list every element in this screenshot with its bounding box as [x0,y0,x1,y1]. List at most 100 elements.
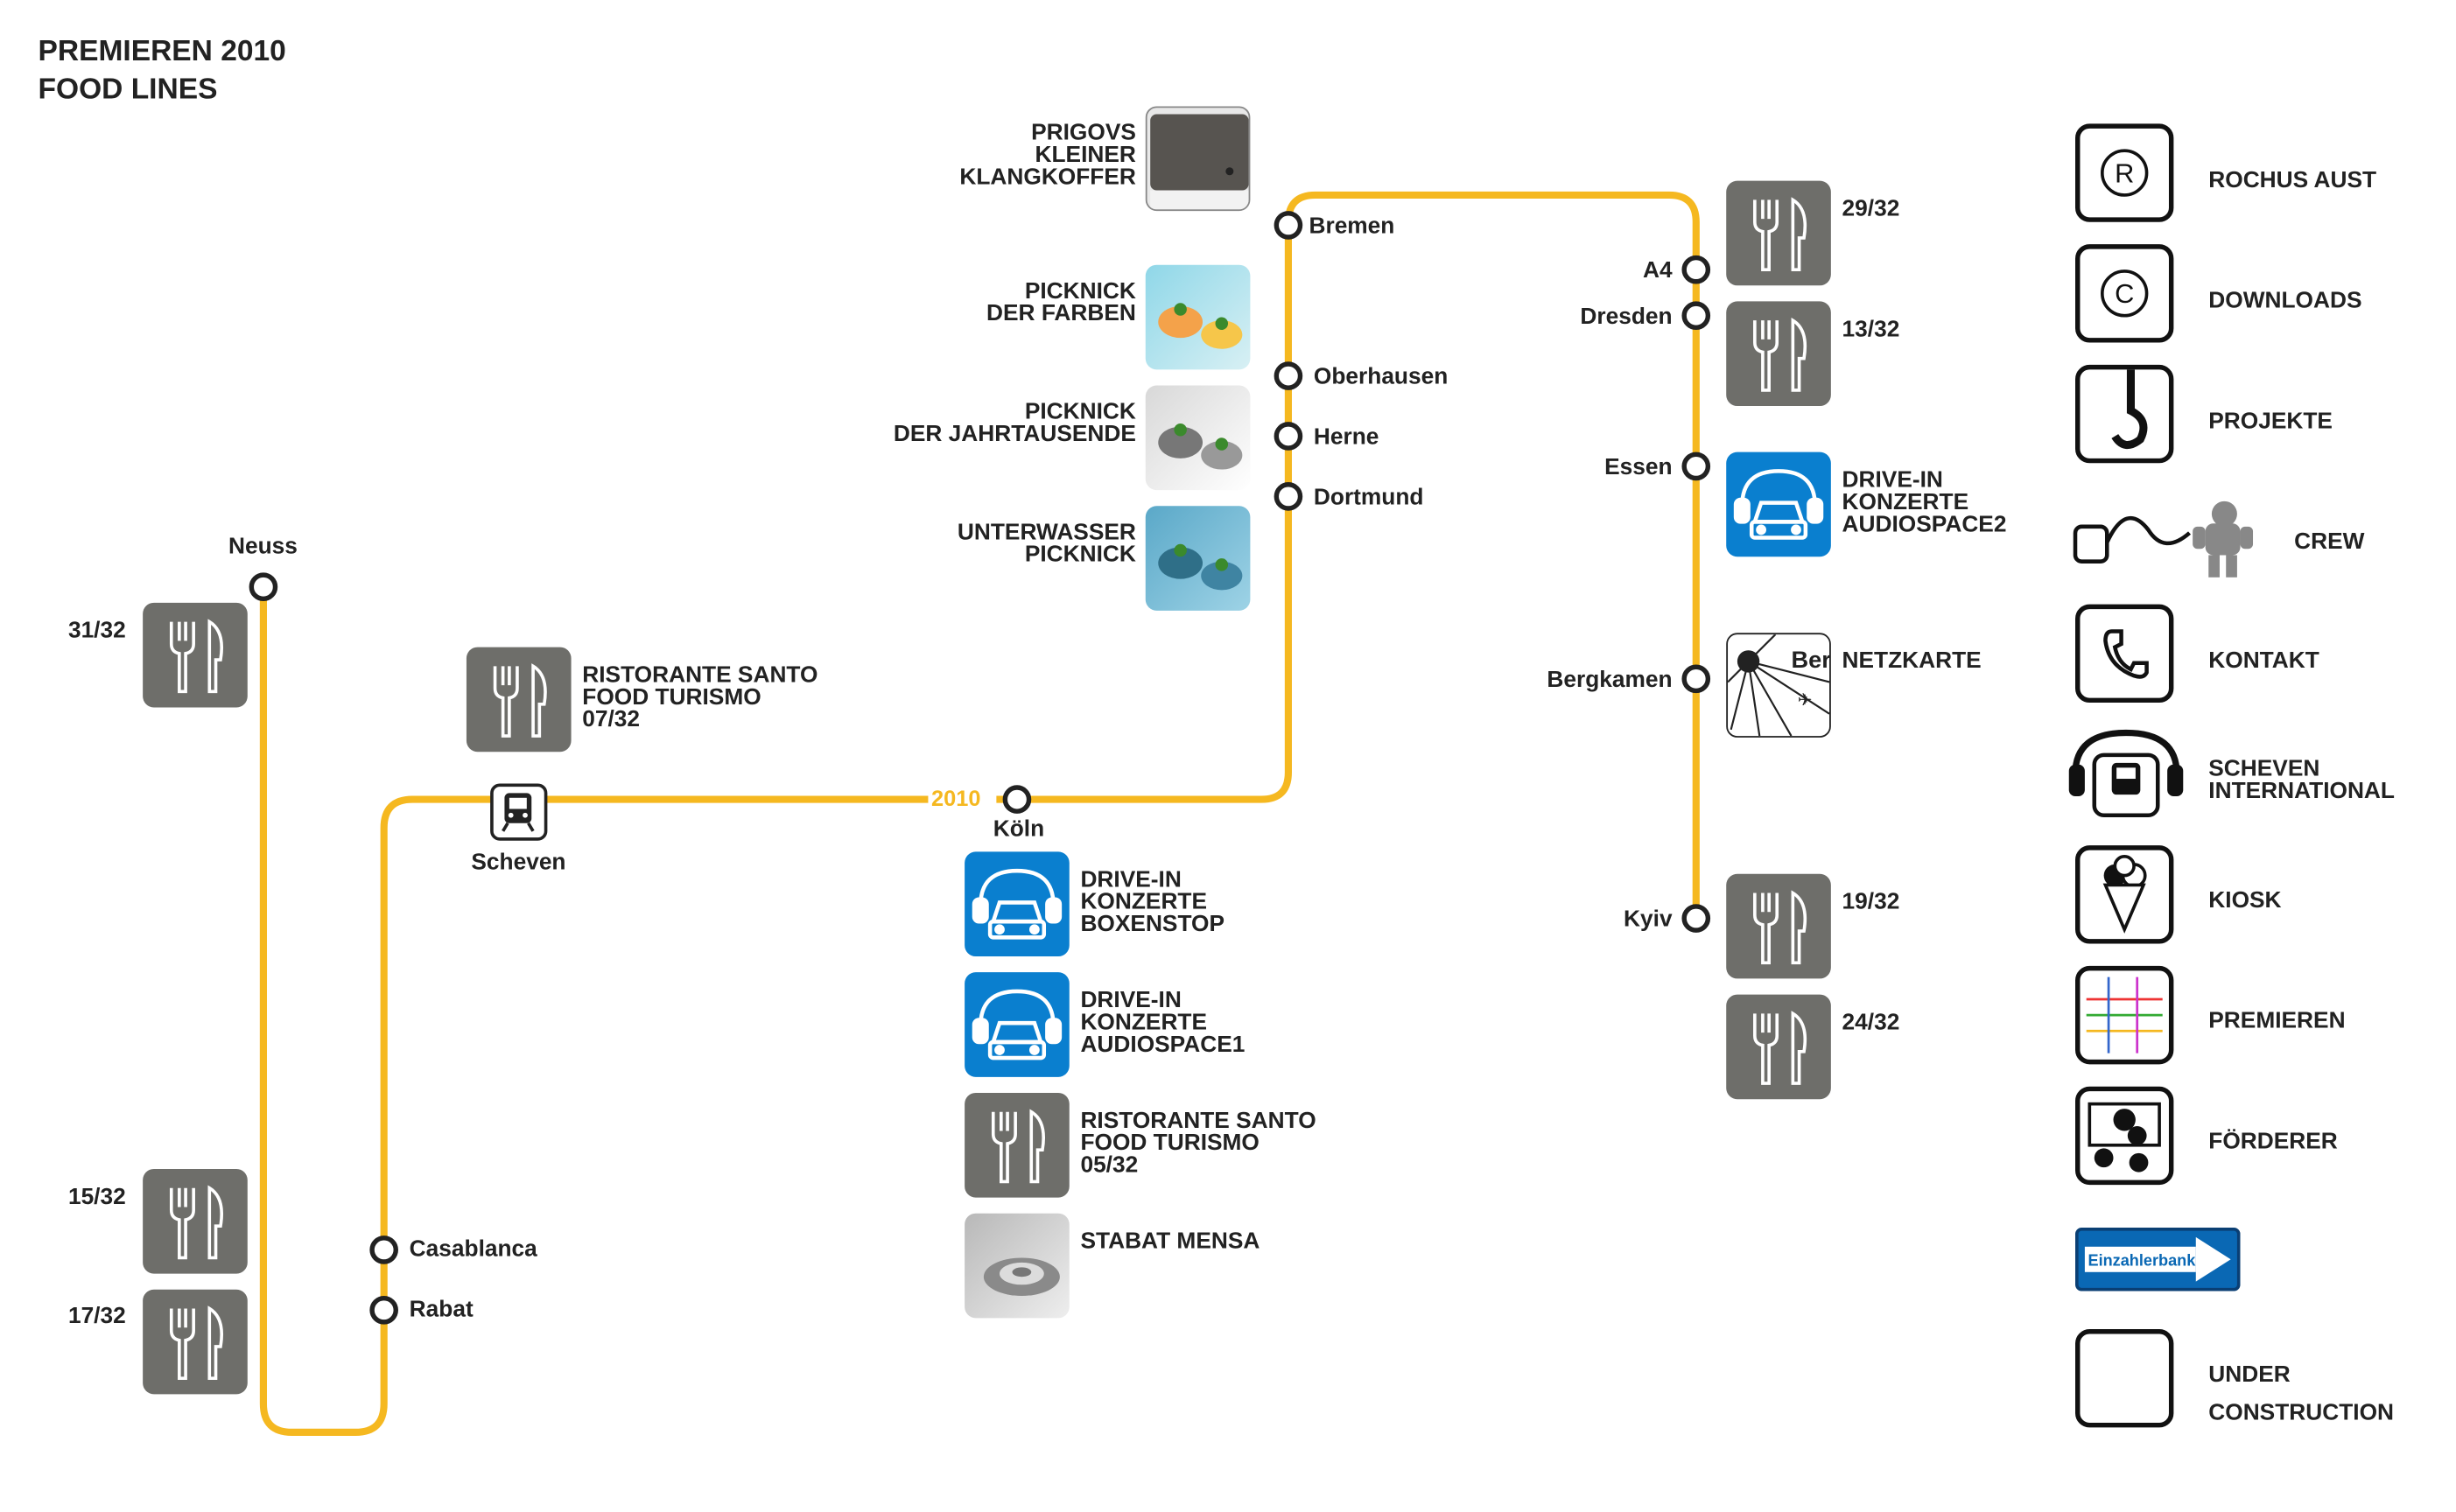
picknick-farben-tile[interactable] [1145,264,1251,370]
boxenstop-tile[interactable] [965,851,1070,957]
netzkarte-map-text: Ber [1792,646,1831,673]
food-tile-31[interactable] [143,602,248,708]
station-label-essen[interactable]: Essen [1604,455,1673,481]
fork-knife-icon [1753,197,1807,271]
station-label-koeln[interactable]: Köln [993,816,1045,843]
station-label-bremen[interactable]: Bremen [1309,214,1395,240]
nav-downloads-label[interactable]: DOWNLOADS [2208,288,2362,314]
nav-under-construction-button[interactable] [2075,1329,2174,1428]
food-tile-19[interactable] [1726,873,1831,979]
nav-kiosk-label[interactable]: KIOSK [2208,888,2282,914]
fork-knife-icon [493,663,547,738]
station-label-a4[interactable]: A4 [1642,258,1673,284]
title-line-1: PREMIEREN 2010 [38,33,286,67]
fork-knife-icon [991,1109,1046,1184]
network-map-icon: Ber ✈ [1728,634,1831,737]
food-tile-29-label: 29/32 [1842,196,1900,222]
einzahlerbank-text: Einzahlerbank [2088,1252,2197,1270]
fork-knife-icon [169,1306,224,1381]
food-tile-17[interactable] [143,1289,248,1395]
car-headphones-icon [1733,469,1824,540]
car-headphones-icon [972,989,1063,1060]
station-label-rabat[interactable]: Rabat [409,1297,474,1323]
ristorante-07-tile[interactable] [466,647,572,752]
nav-crew-label[interactable]: CREW [2294,529,2365,556]
scheven-train-icon[interactable] [490,783,548,841]
station-dot-casablanca [369,1236,398,1264]
ristorante-07-label: RISTORANTE SANTO FOOD TURISMO 07/32 [582,662,818,733]
fork-knife-icon [1753,890,1807,965]
page-title: PREMIEREN 2010 FOOD LINES [39,32,286,108]
station-dot-neuss [249,572,278,602]
nav-premieren-label[interactable]: PREMIEREN [2208,1008,2346,1034]
crane-hook-icon [2111,369,2148,449]
nav-kontakt-label[interactable]: KONTAKT [2208,648,2319,675]
nav-scheven-international-icon[interactable] [2066,724,2186,825]
station-label-kyiv[interactable]: Kyiv [1624,906,1673,933]
fruit-image [1158,303,1243,349]
food-tile-24-label: 24/32 [1842,1010,1900,1036]
astronaut-cable-icon[interactable] [2072,486,2288,581]
station-label-bergkamen[interactable]: Bergkamen [1547,668,1673,694]
line-neuss-scheven [259,586,929,1436]
copyright-icon: C [2101,270,2149,318]
nav-foerderer-button[interactable] [2075,1086,2174,1186]
food-tile-15[interactable] [143,1168,248,1274]
nav-projekte-label[interactable]: PROJEKTE [2208,409,2333,435]
ristorante-05-tile[interactable] [965,1092,1070,1198]
station-dot-bergkamen [1681,664,1711,694]
nav-projekte-button[interactable] [2075,364,2174,464]
svg-text:✈: ✈ [1798,691,1813,710]
food-tile-19-label: 19/32 [1842,889,1900,915]
fork-knife-icon [1753,1011,1807,1085]
food-tile-13-label: 13/32 [1842,317,1900,343]
nav-downloads-button[interactable]: C [2075,244,2174,343]
unterwasser-tile[interactable] [1145,506,1251,611]
station-dot-herne [1274,422,1303,451]
station-label-dresden[interactable]: Dresden [1580,304,1673,331]
nav-rochus-aust-button[interactable]: R [2075,123,2174,222]
food-tile-15-label: 15/32 [67,1185,126,1211]
netzkarte-label: NETZKARTE [1842,648,1982,675]
nav-premieren-button[interactable] [2075,965,2174,1065]
fruit-image [1158,423,1243,470]
station-label-scheven[interactable]: Scheven [471,850,566,876]
audiospace1-tile[interactable] [965,972,1070,1077]
nav-rochus-aust-label[interactable]: ROCHUS AUST [2208,168,2377,194]
station-label-herne[interactable]: Herne [1313,424,1379,451]
netzkarte-tile[interactable]: Ber ✈ [1726,633,1831,738]
audiospace2-tile[interactable] [1726,452,1831,557]
nav-kontakt-button[interactable] [2075,604,2174,704]
station-label-oberhausen[interactable]: Oberhausen [1313,364,1449,390]
station-dot-koeln [1002,785,1032,814]
station-label-dortmund[interactable]: Dortmund [1313,485,1424,511]
stabat-mensa-tile[interactable] [965,1213,1070,1319]
station-label-casablanca[interactable]: Casablanca [409,1236,537,1263]
year-2010-label: 2010 [931,787,980,811]
nav-kiosk-button[interactable] [2075,845,2174,944]
station-dot-dresden [1681,301,1711,331]
transit-map-icon [2086,976,2163,1054]
prigovs-image-tile[interactable] [1145,106,1251,212]
fruit-image [1158,543,1243,591]
nav-foerderer-label[interactable]: FÖRDERER [2208,1129,2338,1155]
station-dot-kyiv [1681,904,1711,933]
station-label-neuss[interactable]: Neuss [228,534,298,560]
fork-knife-icon [169,619,224,694]
einzahlerbank-sign[interactable]: Einzahlerbank [2075,1228,2241,1292]
food-tile-13[interactable] [1726,301,1831,407]
station-dot-bremen [1274,211,1303,240]
food-tile-29[interactable] [1726,180,1831,286]
food-tile-24[interactable] [1726,994,1831,1100]
line-koeln-koeln [996,191,1700,920]
picknick-jahrtausende-tile[interactable] [1145,385,1251,491]
